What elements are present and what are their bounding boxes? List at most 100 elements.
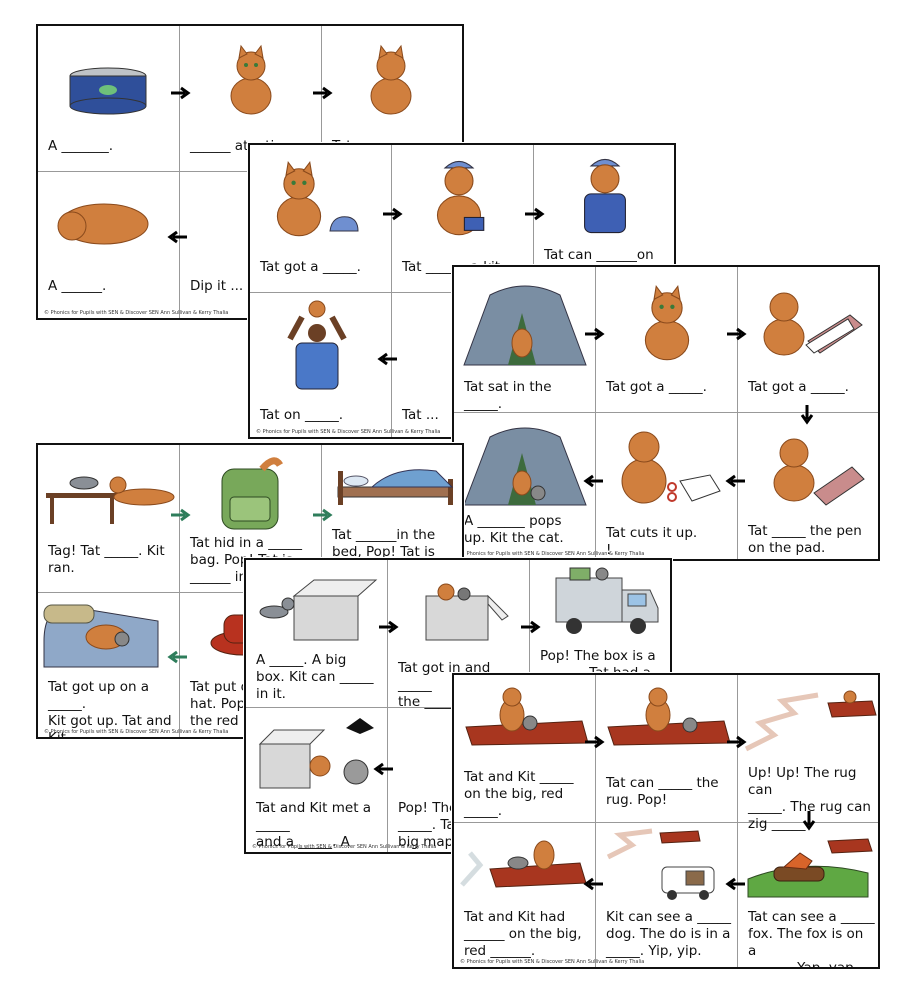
cell-3-6: Tat _____ the pen on the pad.	[738, 413, 878, 559]
arrow-right-icon	[521, 620, 541, 634]
caption: Tat can see a _____ fox. The fox is on a…	[748, 909, 875, 969]
caption: Tat put on hat. Pop! T the red	[190, 679, 263, 729]
arrow-right-icon	[585, 735, 605, 749]
caption: Tat cuts it up. !	[606, 525, 698, 558]
tent-with-kit-image	[463, 427, 587, 506]
cell-3-2: Tat got a _____.	[596, 267, 738, 413]
arrow-left-icon	[583, 474, 603, 488]
worksheet-3: Tat sat in the _____. Tat got a _____. T…	[452, 265, 880, 561]
box-with-kit-image	[259, 579, 378, 641]
copyright-footer: © Phonics for Pupils with SEN & Discover…	[460, 551, 645, 557]
caption: Tat got a _____.	[748, 379, 849, 395]
cell-4-1: Tag! Tat _____. Kit ran.	[38, 445, 180, 593]
arrow-right-icon	[313, 86, 333, 100]
fox-on-log-image	[747, 838, 873, 898]
arrow-right-icon	[383, 207, 403, 221]
caption: Tat and Kit _____ on the big, red _____.	[464, 769, 574, 819]
cat-cutting-paper-image	[621, 431, 721, 504]
sleeping-cat-image	[57, 203, 149, 245]
caption: Tat got a _____.	[260, 259, 361, 275]
cell-5-5: Pop! The b _____. Ta big map.	[388, 708, 530, 852]
arrow-left-icon	[167, 230, 187, 244]
box-bat-dog-image	[258, 718, 374, 789]
caption: Tat on _____.	[260, 407, 344, 423]
bed-image	[337, 469, 454, 505]
arrow-right-icon	[727, 735, 747, 749]
cell-4-2: Tat hid in a _____ bag. Pop! Tat is ____…	[180, 445, 322, 593]
cats-on-rug-image	[460, 840, 587, 888]
cell-1-1: A _______.	[38, 26, 180, 172]
cell-6-5: Kit can see a _____ dog. The do is in a …	[596, 823, 738, 967]
cell-6-6: Tat can see a _____ fox. The fox is on a…	[738, 823, 878, 969]
copyright-footer: © Phonics for Pupils with SEN & Discover…	[460, 959, 645, 965]
green-bag-image	[221, 457, 283, 530]
tent-image	[463, 285, 587, 366]
cell-6-4: Tat and Kit had ______ on the big, red _…	[454, 823, 596, 967]
arrow-right-icon	[727, 327, 747, 341]
cap-image	[329, 216, 359, 232]
caption: Tat got up on a _____. Kit got up. Tat a…	[48, 679, 172, 739]
arrow-down-icon	[800, 405, 814, 425]
van-dog-rug-image	[606, 828, 715, 900]
arrow-right-icon	[313, 508, 333, 522]
cats-on-table-image	[46, 476, 175, 524]
cell-3-3: Tat got a _____.	[738, 267, 878, 413]
cat-in-box-image	[425, 583, 509, 641]
caption: Dip it ...	[190, 278, 244, 294]
arrow-down-icon	[802, 811, 816, 831]
arrow-left-icon	[377, 352, 397, 366]
cell-5-3: Pop! The box is a ______. Tat had a	[530, 560, 670, 708]
caption: Tag! Tat _____. Kit ran.	[48, 543, 165, 576]
cell-6-1: Tat and Kit _____ on the big, red _____.	[454, 675, 596, 823]
caption: Kit can see a _____ dog. The do is in a …	[606, 909, 731, 959]
cat-with-kit-image	[436, 160, 485, 236]
caption: Pop! The b _____. Ta big map.	[398, 800, 470, 850]
caption: Tat ...	[402, 407, 439, 423]
cell-3-4: A _______ pops up. Kit the cat.	[454, 413, 596, 559]
caption: A _______.	[48, 138, 114, 154]
arrow-left-icon	[725, 877, 745, 891]
copyright-footer: © Phonics for Pupils with SEN & Discover…	[252, 844, 437, 850]
cell-1-4: A ______.	[38, 172, 180, 318]
caption: Tat can _____ the rug. Pop!	[606, 775, 719, 808]
cat-with-pad-image	[763, 292, 863, 356]
caption: A _____. A big box. Kit can _____ in it.	[256, 652, 374, 702]
arrow-left-icon	[583, 877, 603, 891]
cell-6-2: Tat can _____ the rug. Pop!	[596, 675, 738, 823]
caption: Tat got a _____.	[606, 379, 707, 395]
copyright-footer: © Phonics for Pupils with SEN & Discover…	[44, 310, 229, 316]
cat-image	[644, 284, 690, 361]
flying-rug-image	[744, 690, 877, 752]
caption: A ______.	[48, 278, 107, 294]
cat-image	[230, 44, 272, 115]
caption: Tat and Kit had ______ on the big, red _…	[464, 909, 582, 959]
cat-writing-image	[773, 438, 865, 506]
arrow-left-icon	[725, 474, 745, 488]
caption: Tat sat in the _____.	[464, 379, 552, 412]
cat-image	[370, 44, 412, 115]
arrow-left-icon	[167, 650, 187, 664]
caption: Tat and Kit met a _____ and a _____. A _…	[256, 800, 372, 852]
arrow-left-icon	[373, 762, 393, 776]
cell-2-4: Tat on _____.	[250, 293, 392, 437]
cats-on-rug-image	[607, 687, 731, 746]
caption: Tat got in and _____ the ______	[398, 660, 491, 710]
caption: Tat can ______on	[544, 247, 654, 263]
arrow-right-icon	[525, 207, 545, 221]
cat-on-sofa-image	[43, 604, 159, 668]
arrow-right-icon	[379, 620, 399, 634]
van-image	[555, 567, 659, 634]
cell-5-1: A _____. A big box. Kit can _____ in it.	[246, 560, 388, 708]
cell-3-5: Tat cuts it up. !	[596, 413, 738, 559]
caption: A _______ pops up. Kit the cat.	[464, 513, 564, 546]
cat-in-kit-image	[584, 158, 626, 234]
caption: Tat _____ the pen on the pad.	[748, 523, 862, 556]
cell-3-1: Tat sat in the _____.	[454, 267, 596, 413]
cats-on-rug-image	[465, 687, 589, 746]
cell-5-2: Tat got in and _____ the ______	[388, 560, 530, 710]
copyright-footer: © Phonics for Pupils with SEN & Discover…	[256, 429, 441, 435]
copyright-footer: © Phonics for Pupils with SEN & Discover…	[44, 729, 229, 735]
cell-6-3: Up! Up! The rug can _____. The rug can z…	[738, 675, 878, 832]
player-image	[287, 300, 347, 390]
arrow-right-icon	[585, 327, 605, 341]
